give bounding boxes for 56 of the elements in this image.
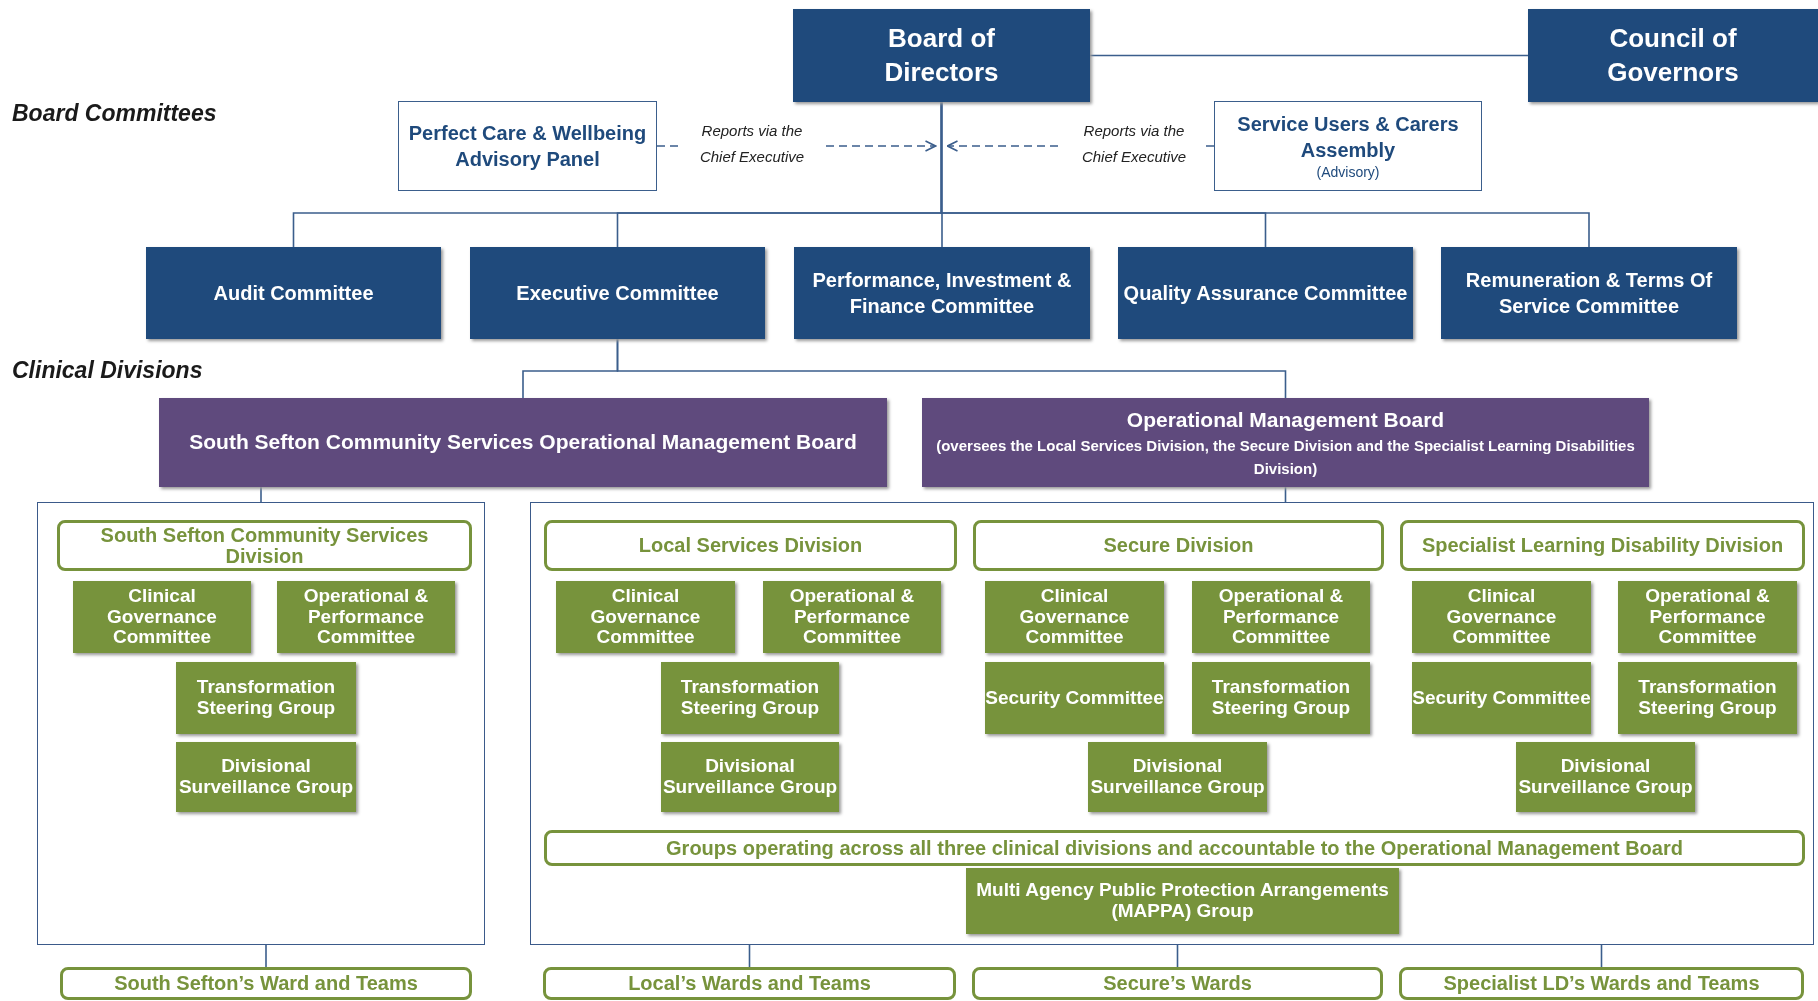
group-header: Groups operating across all three clinical divisions and accountable to the Operational Management Board bbox=[544, 830, 1805, 866]
committee-box: Transformation Steering Group bbox=[661, 662, 839, 734]
committee-box: Operational & Performance Committee bbox=[763, 581, 941, 653]
wards-box: Local’s Wards and Teams bbox=[543, 967, 956, 1000]
committee-box: Multi Agency Public Protection Arrangements (MAPPA) Group bbox=[966, 868, 1399, 934]
committee-box: Quality Assurance Committee bbox=[1118, 247, 1413, 339]
section-label: Board Committees bbox=[12, 100, 217, 127]
committee-box: Performance, Investment & Finance Committee bbox=[794, 247, 1090, 339]
committee-box: Divisional Surveillance Group bbox=[661, 742, 839, 812]
committee-box: Transformation Steering Group bbox=[1192, 662, 1370, 734]
connector-line bbox=[748, 944, 751, 968]
committee-box: Audit Committee bbox=[146, 247, 441, 339]
committee-box: Remuneration & Terms Of Service Committee bbox=[1441, 247, 1737, 339]
board-box: Council of Governors bbox=[1528, 9, 1818, 102]
committee-box: Transformation Steering Group bbox=[176, 662, 356, 734]
connector-line bbox=[1176, 944, 1179, 968]
committee-box: Clinical Governance Committee bbox=[1412, 581, 1591, 653]
board-box: Board of Directors bbox=[793, 9, 1090, 102]
division-header: South Sefton Community Services Division bbox=[57, 520, 472, 571]
committee-box: Divisional Surveillance Group bbox=[1088, 742, 1267, 812]
division-header: Specialist Learning Disability Division bbox=[1400, 520, 1805, 571]
board-box: South Sefton Community Services Operational Management Board bbox=[159, 398, 887, 487]
connector-line bbox=[265, 944, 267, 968]
division-container bbox=[530, 502, 1814, 945]
connector-line bbox=[1284, 486, 1287, 503]
node-title: Service Users & Carers Assembly bbox=[1236, 111, 1460, 163]
committee-box: Divisional Surveillance Group bbox=[1516, 742, 1695, 812]
wards-box: Secure’s Wards bbox=[972, 967, 1383, 1000]
wards-box: South Sefton’s Ward and Teams bbox=[60, 967, 472, 1000]
connector-line bbox=[1600, 944, 1603, 968]
node-note: (Advisory) bbox=[1316, 162, 1380, 182]
committee-box: Executive Committee bbox=[470, 247, 765, 339]
node-title: Operational Management Board bbox=[1126, 406, 1445, 433]
connector-line bbox=[1089, 54, 1529, 57]
division-header: Local Services Division bbox=[544, 520, 957, 571]
section-label: Clinical Divisions bbox=[12, 357, 203, 384]
panel-box bbox=[1214, 101, 1482, 191]
committee-box: Security Committee bbox=[1412, 662, 1591, 734]
node-note: (oversees the Local Services Division, the Secure Division and the Specialist Learning Disabilities Division) bbox=[935, 436, 1636, 479]
board-box bbox=[922, 398, 1649, 487]
committee-box: Clinical Governance Committee bbox=[985, 581, 1164, 653]
committee-box: Clinical Governance Committee bbox=[556, 581, 735, 653]
committee-box: Transformation Steering Group bbox=[1618, 662, 1797, 734]
division-header: Secure Division bbox=[973, 520, 1384, 571]
committee-box: Security Committee bbox=[985, 662, 1164, 734]
committee-box: Divisional Surveillance Group bbox=[176, 742, 356, 812]
committee-box: Clinical Governance Committee bbox=[73, 581, 251, 653]
committee-box: Operational & Performance Committee bbox=[277, 581, 455, 653]
connector-line bbox=[616, 338, 1287, 399]
committee-box: Operational & Performance Committee bbox=[1192, 581, 1370, 653]
connector-line bbox=[260, 486, 262, 503]
panel-box: Perfect Care & Wellbeing Advisory Panel bbox=[398, 101, 657, 191]
wards-box: Specialist LD’s Wards and Teams bbox=[1399, 967, 1804, 1000]
committee-box: Operational & Performance Committee bbox=[1618, 581, 1797, 653]
division-container bbox=[37, 502, 485, 945]
connector-line bbox=[940, 101, 1590, 248]
